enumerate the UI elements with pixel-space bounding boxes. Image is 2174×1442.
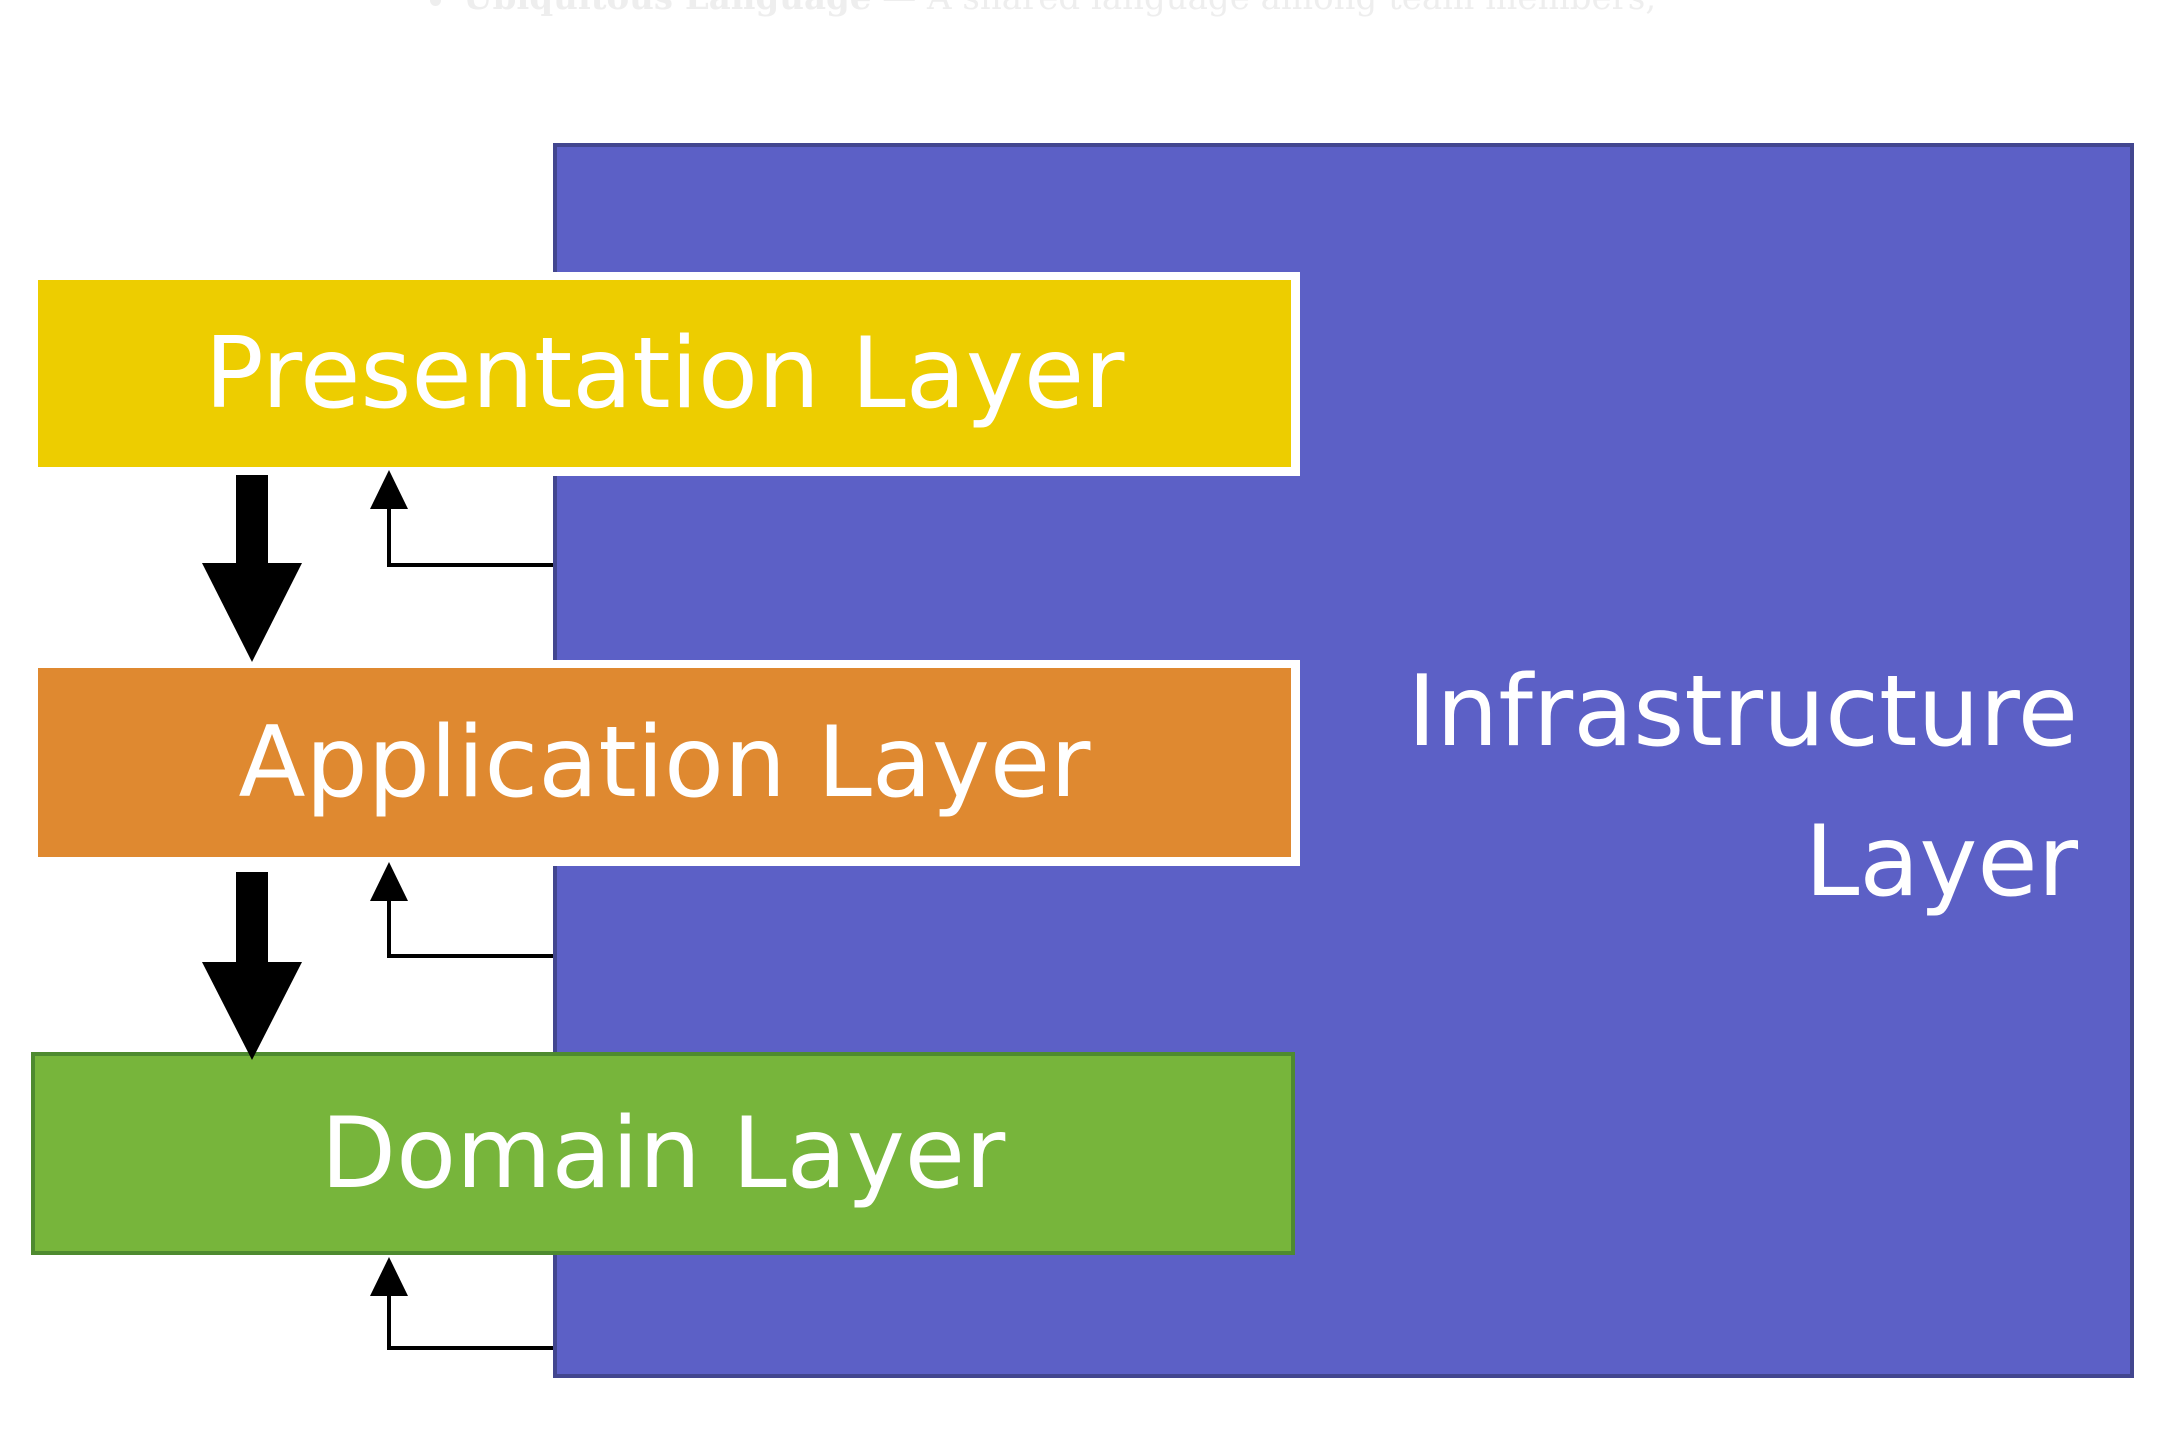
down-arrow-presentation-to-application <box>202 475 302 662</box>
application-layer-label: Application Layer <box>238 705 1091 820</box>
infrastructure-layer-label: Infrastructure Layer <box>1407 655 2078 919</box>
header-fragment: Ubiquitous Language — A shared language … <box>430 0 1656 18</box>
down-arrow-application-to-domain <box>202 872 302 1060</box>
presentation-layer-label: Presentation Layer <box>204 316 1125 431</box>
domain-layer-box: Domain Layer <box>31 1052 1295 1255</box>
infra-arrow-to-presentation <box>370 470 553 567</box>
infra-arrow-to-domain <box>370 1257 553 1350</box>
header-term: Ubiquitous Language <box>463 0 871 18</box>
domain-layer-label: Domain Layer <box>320 1096 1006 1211</box>
application-layer-box: Application Layer <box>38 660 1300 866</box>
presentation-layer-box: Presentation Layer <box>38 272 1300 476</box>
bullet-dot <box>430 0 441 6</box>
header-text: — A shared language among team members, <box>871 0 1656 18</box>
infra-arrow-to-application <box>370 862 553 958</box>
